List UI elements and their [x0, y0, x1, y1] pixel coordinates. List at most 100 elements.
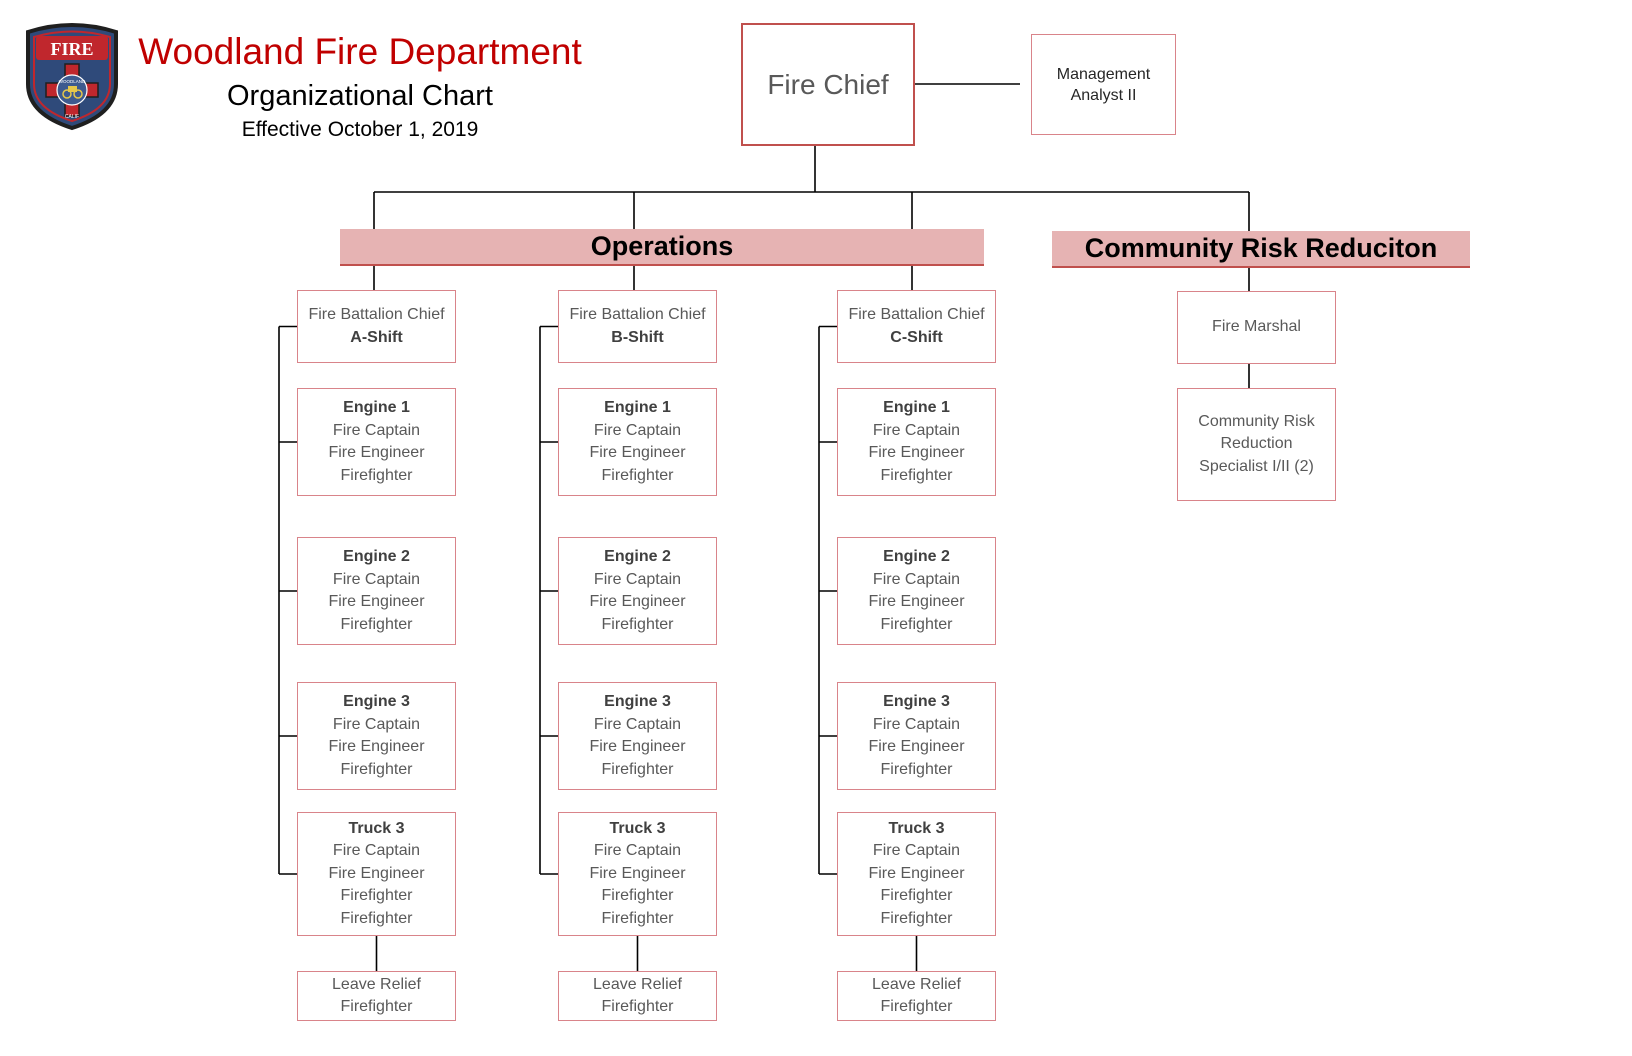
crew-role: Firefighter — [340, 909, 413, 927]
crew-role: Fire Captain — [872, 570, 961, 588]
apparatus-name: Engine 1 — [883, 399, 950, 416]
crew-role: Firefighter — [880, 760, 953, 778]
crew-role: Fire Captain — [332, 842, 421, 860]
crew-role: Fire Engineer — [328, 864, 425, 882]
crew-role: Firefighter — [601, 887, 674, 905]
apparatus-name: Engine 2 — [883, 548, 950, 565]
management-analyst-box: Management Analyst II — [1031, 34, 1176, 135]
crr-specialist-line-3: Specialist I/II (2) — [1199, 457, 1314, 475]
crew-role: Fire Engineer — [589, 738, 686, 755]
fire-badge-icon: FIRE WOODLAND CALIF — [26, 23, 118, 131]
crew-role: Fire Engineer — [328, 738, 425, 755]
crew-role: Fire Captain — [593, 715, 682, 733]
crew-role: Fire Engineer — [589, 444, 686, 461]
crew-role: Firefighter — [340, 466, 413, 484]
logo-bottom-text: CALIF — [65, 114, 79, 120]
apparatus-name: Engine 1 — [343, 399, 410, 416]
department-name: Woodland Fire Department — [138, 31, 582, 72]
apparatus-name: Truck 3 — [609, 819, 666, 837]
relief-title: Leave Relief — [872, 975, 961, 993]
apparatus-name: Engine 3 — [343, 693, 410, 710]
crew-role: Fire Engineer — [328, 444, 425, 461]
crr-specialist-line-2: Reduction — [1220, 435, 1293, 453]
crew-role: Firefighter — [880, 466, 953, 484]
crew-role: Fire Engineer — [589, 864, 686, 882]
battalion-chief-title: Fire Battalion Chief — [848, 306, 985, 323]
crew-role: Firefighter — [880, 887, 953, 905]
battalion-chief-title: Fire Battalion Chief — [308, 306, 445, 323]
crew-role: Fire Engineer — [328, 593, 425, 610]
crew-role: Firefighter — [601, 760, 674, 778]
fire-marshal-title: Fire Marshal — [1212, 318, 1301, 336]
crr-specialist-box: Community Risk Reduction Specialist I/II… — [1177, 388, 1336, 501]
apparatus-name: Truck 3 — [888, 819, 945, 837]
crew-role: Firefighter — [601, 615, 674, 633]
crew-role: Fire Captain — [593, 842, 682, 860]
crew-role: Fire Captain — [332, 421, 421, 439]
battalion-chief-title: Fire Battalion Chief — [569, 306, 706, 323]
crew-role: Firefighter — [340, 760, 413, 778]
relief-role: Firefighter — [340, 998, 413, 1015]
crew-role: Fire Engineer — [868, 738, 965, 755]
apparatus-name: Engine 3 — [883, 693, 950, 710]
crew-role: Firefighter — [601, 466, 674, 484]
crr-banner: Community Risk Reduciton — [1052, 231, 1470, 268]
shift-name: C-Shift — [890, 328, 943, 346]
crew-role: Fire Captain — [332, 570, 421, 588]
analyst-line-2: Analyst II — [1070, 86, 1137, 104]
crew-role: Fire Engineer — [868, 444, 965, 461]
shift-name: B-Shift — [611, 328, 664, 346]
crr-label: Community Risk Reduciton — [1084, 233, 1438, 263]
crew-role: Fire Captain — [332, 715, 421, 733]
relief-role: Firefighter — [880, 998, 953, 1015]
apparatus-name: Engine 2 — [343, 548, 410, 565]
operations-banner: Operations — [340, 229, 984, 266]
apparatus-name: Engine 1 — [604, 399, 671, 416]
crew-role: Fire Engineer — [868, 864, 965, 882]
effective-date: Effective October 1, 2019 — [241, 118, 479, 141]
crew-role: Fire Captain — [872, 842, 961, 860]
logo-top-text: FIRE — [50, 39, 93, 59]
relief-title: Leave Relief — [593, 975, 682, 993]
apparatus-name: Engine 3 — [604, 693, 671, 710]
crew-role: Firefighter — [601, 909, 674, 927]
relief-title: Leave Relief — [332, 975, 421, 993]
crew-role: Fire Engineer — [868, 593, 965, 610]
apparatus-name: Truck 3 — [348, 819, 405, 837]
fire-department-logo: FIRE WOODLAND CALIF — [22, 22, 122, 132]
crew-role: Fire Captain — [872, 421, 961, 439]
fire-marshal-box: Fire Marshal — [1177, 291, 1336, 364]
crr-specialist-line-1: Community Risk — [1198, 412, 1315, 430]
crew-role: Fire Captain — [593, 570, 682, 588]
crew-role: Firefighter — [340, 887, 413, 905]
crew-role: Firefighter — [880, 909, 953, 927]
chart-title: Organizational Chart — [227, 80, 493, 112]
crew-role: Fire Engineer — [589, 593, 686, 610]
logo-inner-text: WOODLAND — [59, 79, 86, 84]
relief-role: Firefighter — [601, 998, 674, 1015]
operations-label: Operations — [590, 231, 734, 261]
shift-name: A-Shift — [350, 328, 403, 346]
crew-role: Fire Captain — [593, 421, 682, 439]
crew-role: Fire Captain — [872, 715, 961, 733]
apparatus-name: Engine 2 — [604, 548, 671, 565]
